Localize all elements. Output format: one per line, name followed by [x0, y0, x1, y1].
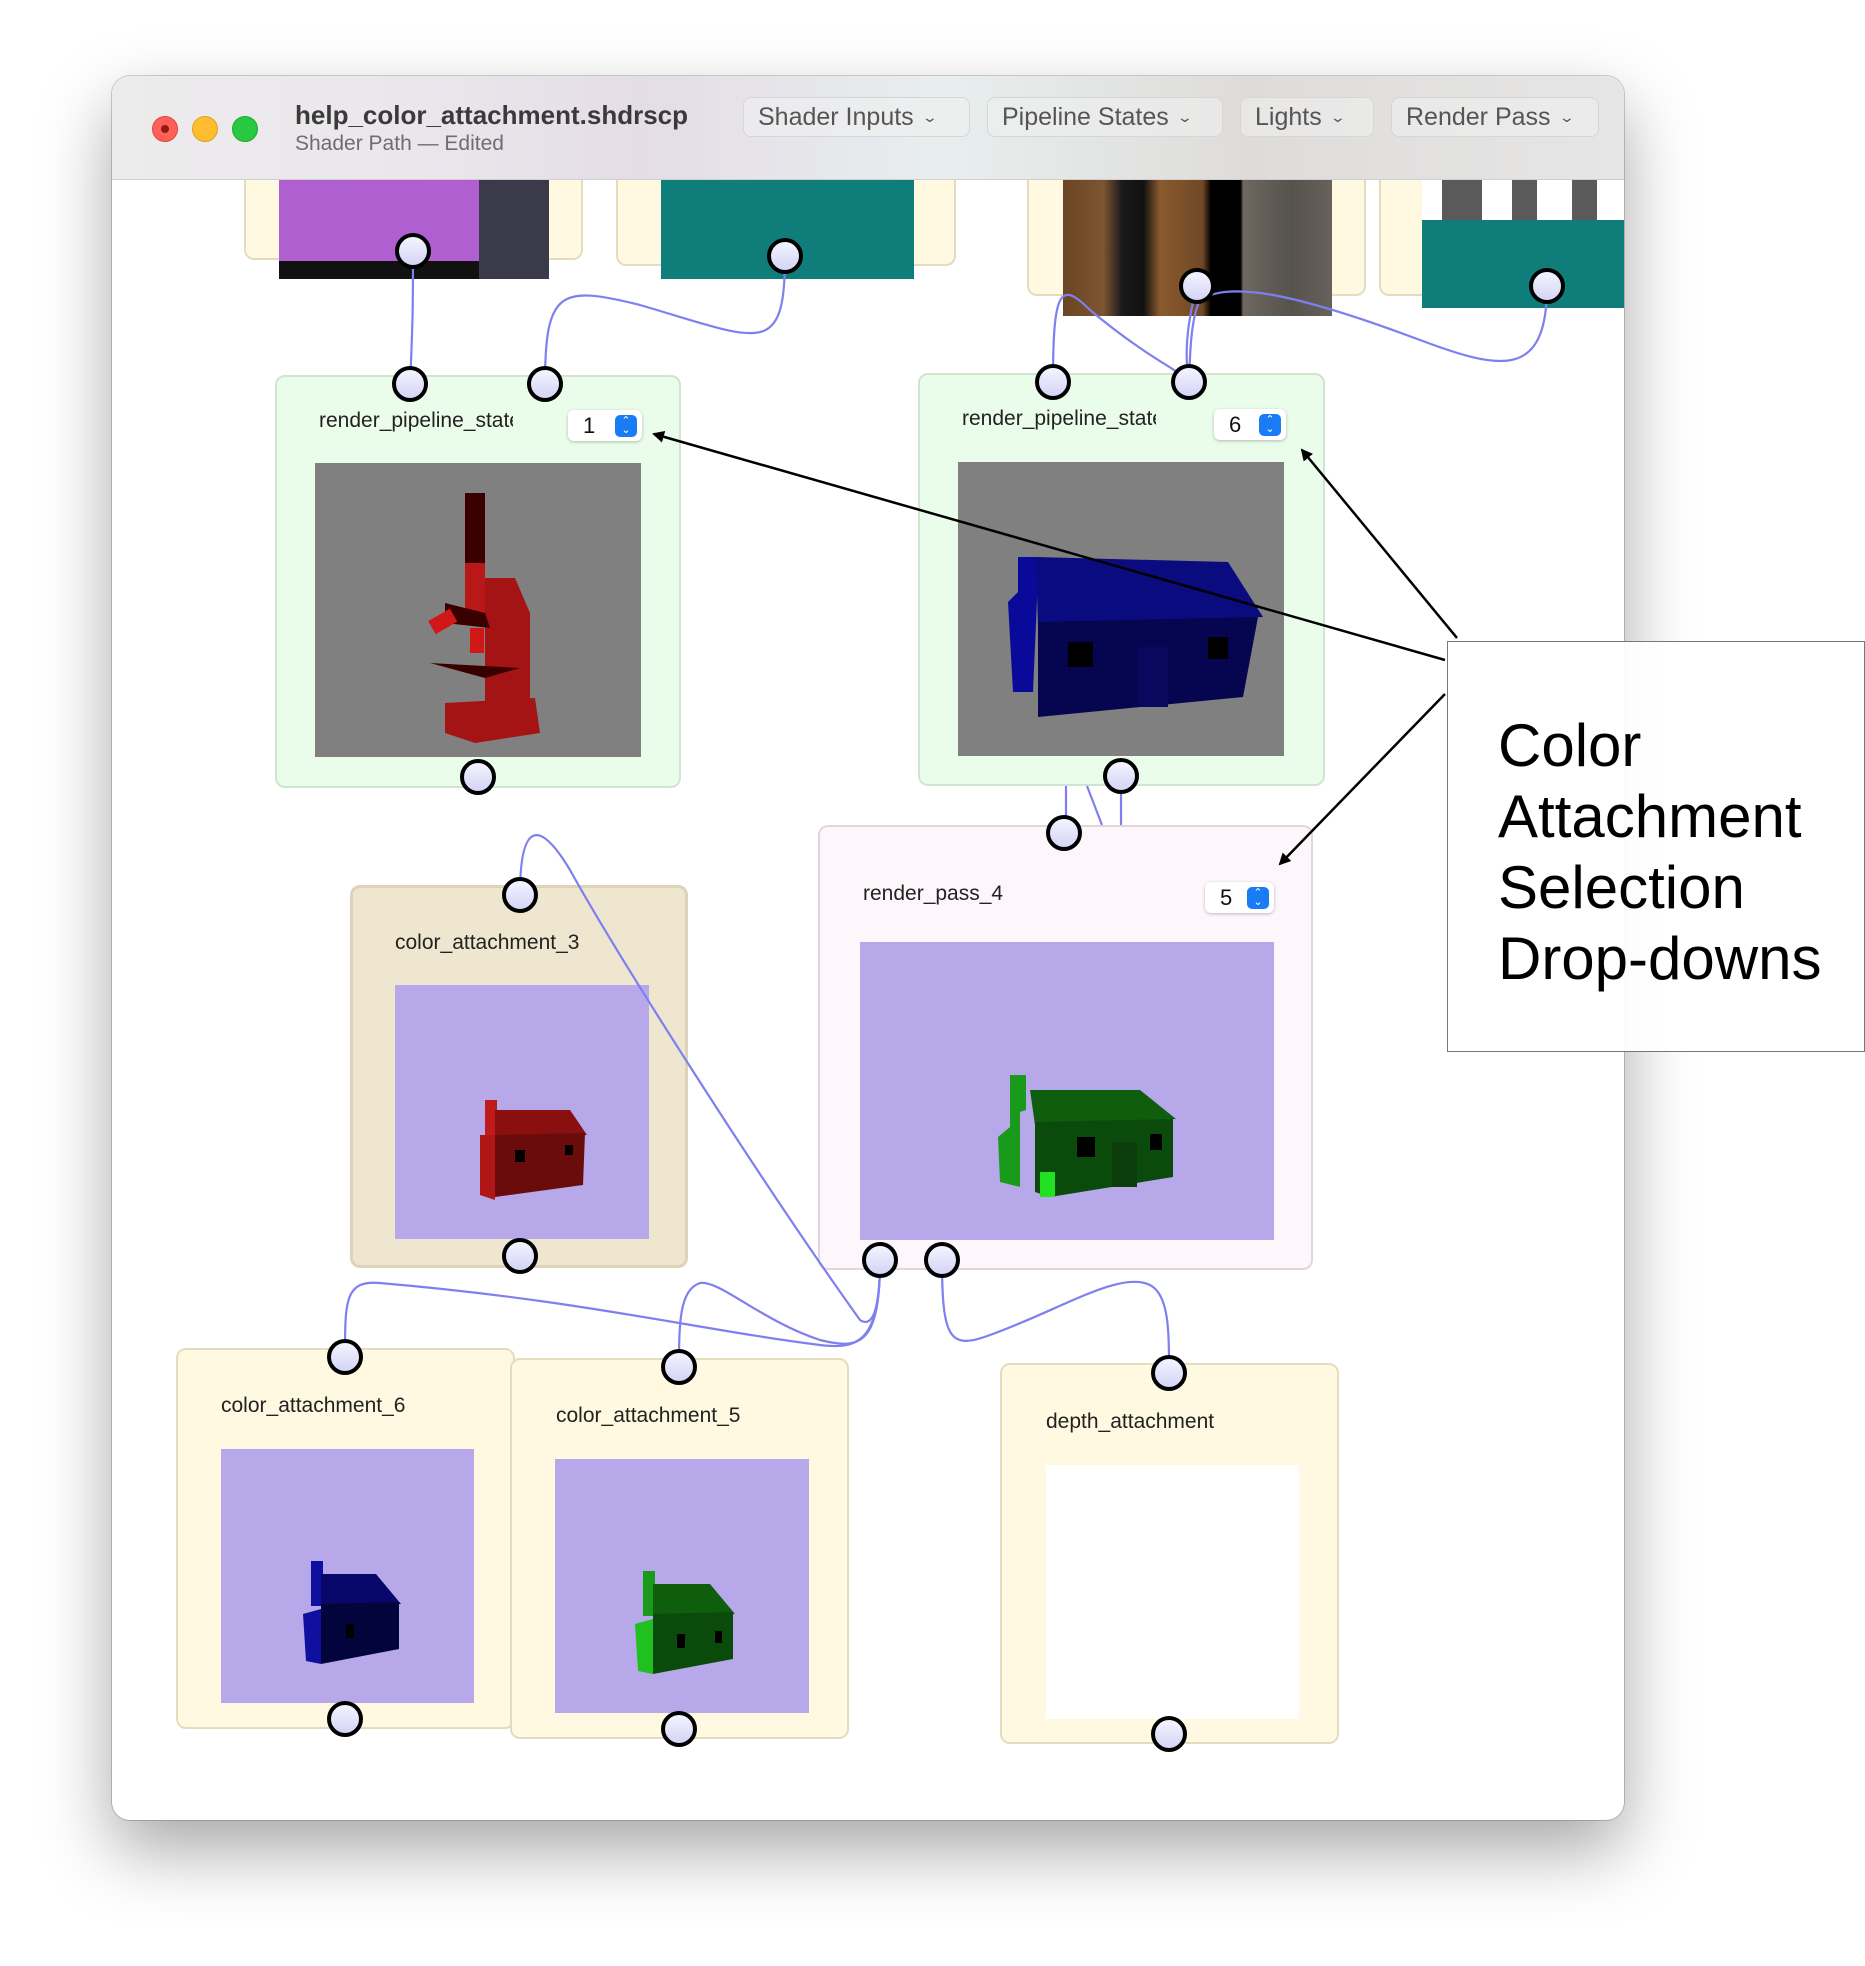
input-port[interactable]: [1035, 364, 1071, 400]
color-attachment-6-node[interactable]: color_attachment_6: [176, 1348, 515, 1729]
node-title: render_pipeline_state: [319, 409, 513, 432]
minimize-button[interactable]: [192, 116, 218, 142]
output-port[interactable]: [395, 233, 431, 269]
input-port[interactable]: [392, 366, 428, 402]
microscope-render: [428, 493, 540, 743]
house-render-green: [998, 1075, 1176, 1197]
attachment-preview: [395, 985, 649, 1239]
dropdown-value: 6: [1229, 411, 1242, 437]
color-attachment-5-node[interactable]: color_attachment_5: [510, 1358, 849, 1739]
depth-attachment-node[interactable]: depth_attachment: [1000, 1363, 1339, 1744]
output-port[interactable]: [460, 759, 496, 795]
chevron-down-icon: ⌄: [921, 108, 938, 125]
up-down-chevron-icon: ⌃⌄: [1259, 414, 1281, 436]
output-port[interactable]: [924, 1242, 960, 1278]
output-port[interactable]: [1529, 268, 1565, 304]
texture-preview: [1422, 158, 1624, 308]
annotation-line: Selection: [1498, 854, 1745, 921]
node-title: color_attachment_5: [556, 1404, 741, 1427]
dropdown-value: 1: [583, 412, 596, 438]
chevron-down-icon: ⌄: [1558, 108, 1575, 125]
title-bar: help_color_attachment.shdrscp Shader Pat…: [112, 76, 1624, 180]
color-attachment-dropdown[interactable]: 6 ⌃⌄: [1214, 409, 1286, 440]
annotation-line: Color: [1498, 712, 1642, 779]
output-port[interactable]: [1179, 268, 1215, 304]
chevron-down-icon: ⌄: [1329, 108, 1346, 125]
input-port[interactable]: [1046, 815, 1082, 851]
button-label: Lights: [1255, 102, 1322, 131]
shader-inputs-menu-button[interactable]: Shader Inputs ⌄: [743, 97, 970, 137]
input-port[interactable]: [502, 877, 538, 913]
input-port[interactable]: [327, 1339, 363, 1375]
render-pass-4-node[interactable]: render_pass_4 5 ⌃⌄: [818, 825, 1313, 1270]
render-pipeline-state-node-6[interactable]: render_pipeline_state 6 ⌃⌄: [918, 373, 1325, 786]
house-render-green-small: [635, 1571, 735, 1674]
node-title: color_attachment_6: [221, 1394, 406, 1417]
input-port[interactable]: [527, 366, 563, 402]
zoom-button[interactable]: [232, 116, 258, 142]
node-title: render_pass_4: [863, 882, 1004, 905]
button-label: Render Pass: [1406, 102, 1551, 131]
lights-menu-button[interactable]: Lights ⌄: [1240, 97, 1374, 137]
input-port[interactable]: [661, 1349, 697, 1385]
document-subtitle: Shader Path — Edited: [295, 132, 504, 155]
button-label: Shader Inputs: [758, 102, 914, 131]
pipeline-preview: [315, 463, 641, 757]
color-attachment-3-node[interactable]: color_attachment_3: [350, 885, 688, 1268]
app-window: render_pipeline_state 1 ⌃⌄ r: [112, 76, 1624, 1820]
color-attachment-dropdown[interactable]: 1 ⌃⌄: [568, 410, 642, 441]
up-down-chevron-icon: ⌃⌄: [1247, 887, 1269, 909]
house-render-blue-small: [303, 1561, 401, 1664]
render-pass-menu-button[interactable]: Render Pass ⌄: [1391, 97, 1599, 137]
attachment-preview: [221, 1449, 474, 1703]
attachment-preview: [555, 1459, 809, 1713]
document-title: help_color_attachment.shdrscp: [295, 100, 688, 130]
node-title: depth_attachment: [1046, 1410, 1215, 1433]
output-port[interactable]: [1103, 758, 1139, 794]
button-label: Pipeline States: [1002, 102, 1169, 131]
color-attachment-dropdown[interactable]: 5 ⌃⌄: [1205, 882, 1274, 913]
annotation-line: Drop-downs: [1498, 925, 1822, 992]
house-render-red: [480, 1100, 587, 1200]
render-pipeline-state-node-1[interactable]: render_pipeline_state 1 ⌃⌄: [275, 375, 681, 788]
output-port[interactable]: [327, 1701, 363, 1737]
house-render-blue: [1008, 557, 1263, 717]
output-port[interactable]: [502, 1238, 538, 1274]
pipeline-preview: [958, 462, 1284, 756]
input-port[interactable]: [1151, 1355, 1187, 1391]
annotation-text: Color Attachment Selection Drop-downs: [1498, 710, 1821, 994]
node-title: render_pipeline_state: [962, 407, 1156, 430]
chevron-down-icon: ⌄: [1176, 108, 1193, 125]
node-graph-canvas[interactable]: render_pipeline_state 1 ⌃⌄ r: [112, 76, 1624, 1820]
annotation-line: Attachment: [1498, 783, 1802, 850]
close-button[interactable]: [152, 116, 178, 142]
node-title: color_attachment_3: [395, 931, 580, 954]
output-port[interactable]: [1151, 1716, 1187, 1752]
annotation-callout: Color Attachment Selection Drop-downs: [1447, 641, 1865, 1052]
output-port[interactable]: [862, 1242, 898, 1278]
output-port[interactable]: [661, 1711, 697, 1747]
input-port[interactable]: [1171, 364, 1207, 400]
pipeline-states-menu-button[interactable]: Pipeline States ⌄: [987, 97, 1223, 137]
dropdown-value: 5: [1220, 884, 1233, 910]
depth-preview: [1046, 1465, 1299, 1719]
output-port[interactable]: [767, 238, 803, 274]
render-pass-preview: [860, 942, 1274, 1240]
up-down-chevron-icon: ⌃⌄: [615, 415, 637, 437]
